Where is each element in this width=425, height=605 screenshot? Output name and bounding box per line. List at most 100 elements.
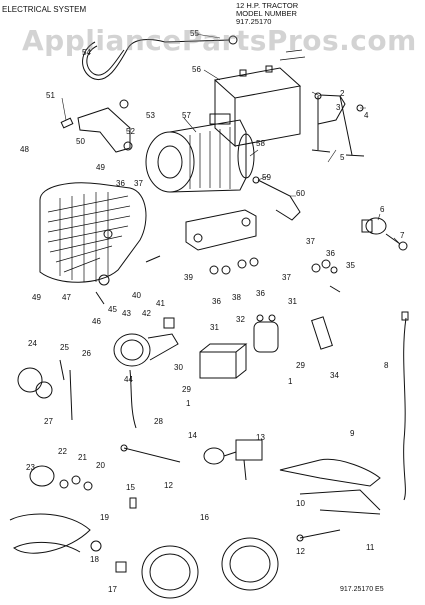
page-title: ELECTRICAL SYSTEM [2,5,87,14]
part-connector-34 [311,316,333,350]
part-wire-12 [120,444,341,542]
part-battery-56 [213,49,306,148]
callout-47: 47 [62,293,71,302]
callout-36a: 36 [116,179,125,188]
callout-26: 26 [82,349,91,358]
callout-49b: 49 [32,293,41,302]
callout-37b: 37 [306,237,315,246]
callout-39: 39 [184,273,193,282]
callout-18: 18 [90,555,99,564]
callout-35: 35 [346,261,355,270]
callout-13: 13 [256,433,265,442]
callout-32: 32 [236,315,245,324]
part-bracket-50 [60,99,133,153]
callout-14: 14 [188,431,197,440]
callout-29b: 29 [182,385,191,394]
part-regulator-30 [199,343,248,379]
callout-23: 23 [26,463,35,472]
callout-20: 20 [96,461,105,470]
callout-12b: 12 [296,547,305,556]
callout-36c: 36 [212,297,221,306]
callout-55: 55 [190,29,199,38]
model-line-3: 917.25170 [236,17,272,26]
leader-lines [61,33,401,245]
callout-36b: 36 [326,249,335,258]
part-hardware-washers [95,255,341,305]
callout-3: 3 [336,103,341,112]
part-ignition-switch-6 [361,217,408,251]
callout-31b: 31 [210,323,219,332]
callout-1b: 1 [186,399,191,408]
callout-5: 5 [340,153,345,162]
callout-9: 9 [350,429,355,438]
callout-7: 7 [400,231,405,240]
callout-11: 11 [366,543,375,552]
callout-38: 38 [232,293,241,302]
part-light-24 [17,359,73,421]
callout-45: 45 [108,305,117,314]
part-bracket-39 [185,209,257,251]
part-solenoid-32 [253,314,279,353]
part-gauge-23 [29,465,93,491]
part-starter-motor-57 [145,113,255,193]
part-wire-28 [129,369,137,429]
callout-37c: 37 [282,273,291,282]
part-wire-8 [401,311,409,501]
callout-31a: 31 [288,297,297,306]
callout-46: 46 [92,317,101,326]
callout-41: 41 [156,299,165,308]
model-info: 12 H.P. TRACTOR MODEL NUMBER 917.25170 [236,2,298,26]
callout-8: 8 [384,361,389,370]
callout-52: 52 [126,127,135,136]
callout-59: 59 [262,173,271,182]
callout-36d: 36 [256,289,265,298]
callout-29a: 29 [296,361,305,370]
callout-51: 51 [46,91,55,100]
callout-44: 44 [124,375,133,384]
callout-21: 21 [78,453,87,462]
part-headlights-16 [141,537,279,599]
part-fuse-15 [129,497,137,509]
callout-15: 15 [126,483,135,492]
part-shroud-47 [39,182,147,283]
callout-58: 58 [256,139,265,148]
callout-4: 4 [364,111,369,120]
callout-labels: 55 54 56 2 3 4 5 51 52 53 57 50 58 48 59… [20,29,405,594]
callout-48: 48 [20,145,29,154]
callout-54: 54 [82,48,91,57]
callout-12a: 12 [164,481,173,490]
callout-50: 50 [76,137,85,146]
callout-17: 17 [108,585,117,594]
callout-37a: 37 [134,179,143,188]
callout-56: 56 [192,65,201,74]
callout-28: 28 [154,417,163,426]
callout-53: 53 [146,111,155,120]
callout-1a: 1 [288,377,293,386]
part-harness-9 [279,458,381,515]
callout-60: 60 [296,189,305,198]
watermark: AppliancePartsPros.com [22,24,417,57]
callout-24: 24 [28,339,37,348]
callout-6: 6 [380,205,385,214]
model-line-1: 12 H.P. TRACTOR [236,1,299,10]
callout-27: 27 [44,417,53,426]
callout-40: 40 [132,291,141,300]
callout-57: 57 [182,111,191,120]
callout-34: 34 [330,371,339,380]
part-wire-18 [9,513,127,573]
callout-30: 30 [174,363,183,372]
part-cable-54 [82,35,238,81]
callout-25: 25 [60,343,69,352]
callout-10: 10 [296,499,305,508]
callout-49a: 49 [96,163,105,172]
callout-19: 19 [100,513,109,522]
callout-2: 2 [340,89,345,98]
part-switch-14 [203,439,263,481]
footer-code: 917.25170 E5 [340,586,384,593]
part-cable-60 [252,176,301,221]
part-gauge-44 [113,317,179,367]
model-line-2: MODEL NUMBER [236,9,297,18]
callout-43: 43 [122,309,131,318]
callout-16: 16 [200,513,209,522]
